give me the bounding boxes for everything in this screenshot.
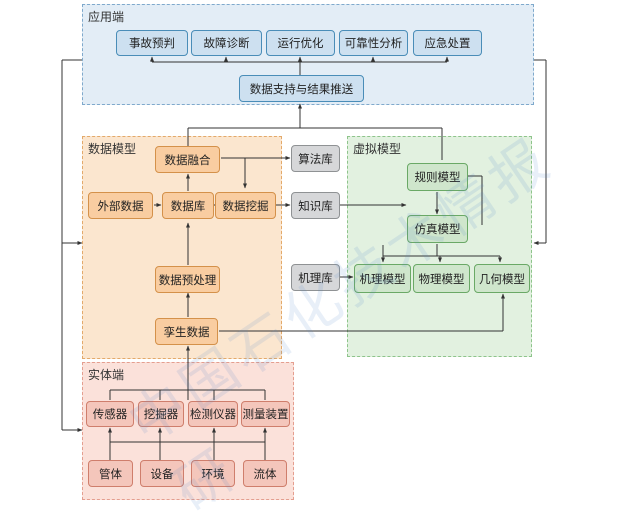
- environment-box: 环境: [191, 460, 235, 487]
- simulation-model-box: 仿真模型: [407, 215, 468, 243]
- external-data-box: 外部数据: [88, 192, 153, 219]
- rule-model-box: 规则模型: [407, 163, 468, 191]
- app-box-emergency-response: 应急处置: [413, 30, 482, 56]
- data-mining-box: 数据挖掘: [215, 192, 276, 219]
- geometric-model-box: 几何模型: [474, 264, 530, 293]
- pipe-body-box: 管体: [88, 460, 133, 487]
- database-box: 数据库: [162, 192, 214, 219]
- measuring-device-box: 测量装置: [241, 401, 290, 427]
- knowledge-library-box: 知识库: [291, 192, 340, 219]
- twin-data-box: 孪生数据: [155, 318, 218, 345]
- app-box-reliability-analysis: 可靠性分析: [339, 30, 408, 56]
- app-region-title: 应用端: [88, 10, 125, 24]
- entity-region-title: 实体端: [88, 368, 125, 382]
- mechanism-model-box: 机理模型: [354, 264, 411, 293]
- mechanism-library-box: 机理库: [291, 264, 340, 291]
- sensor-box: 传感器: [86, 401, 134, 427]
- fluid-box: 流体: [243, 460, 287, 487]
- data-fusion-box: 数据融合: [155, 146, 220, 173]
- app-box-fault-diagnosis: 故障诊断: [191, 30, 262, 56]
- data-support-box: 数据支持与结果推送: [239, 75, 364, 102]
- connector-lines: [61, 56, 547, 460]
- virtual-model-region-title: 虚拟模型: [353, 142, 402, 156]
- excavator-box: 挖掘器: [138, 401, 184, 427]
- data-model-region-title: 数据模型: [88, 142, 137, 156]
- algorithm-library-box: 算法库: [291, 145, 340, 172]
- physical-model-box: 物理模型: [413, 264, 470, 293]
- equipment-box: 设备: [140, 460, 184, 487]
- detector-box: 检测仪器: [188, 401, 238, 427]
- app-box-accident-prediction: 事故预判: [116, 30, 188, 56]
- data-preprocess-box: 数据预处理: [155, 266, 220, 293]
- app-box-operation-optimization: 运行优化: [266, 30, 335, 56]
